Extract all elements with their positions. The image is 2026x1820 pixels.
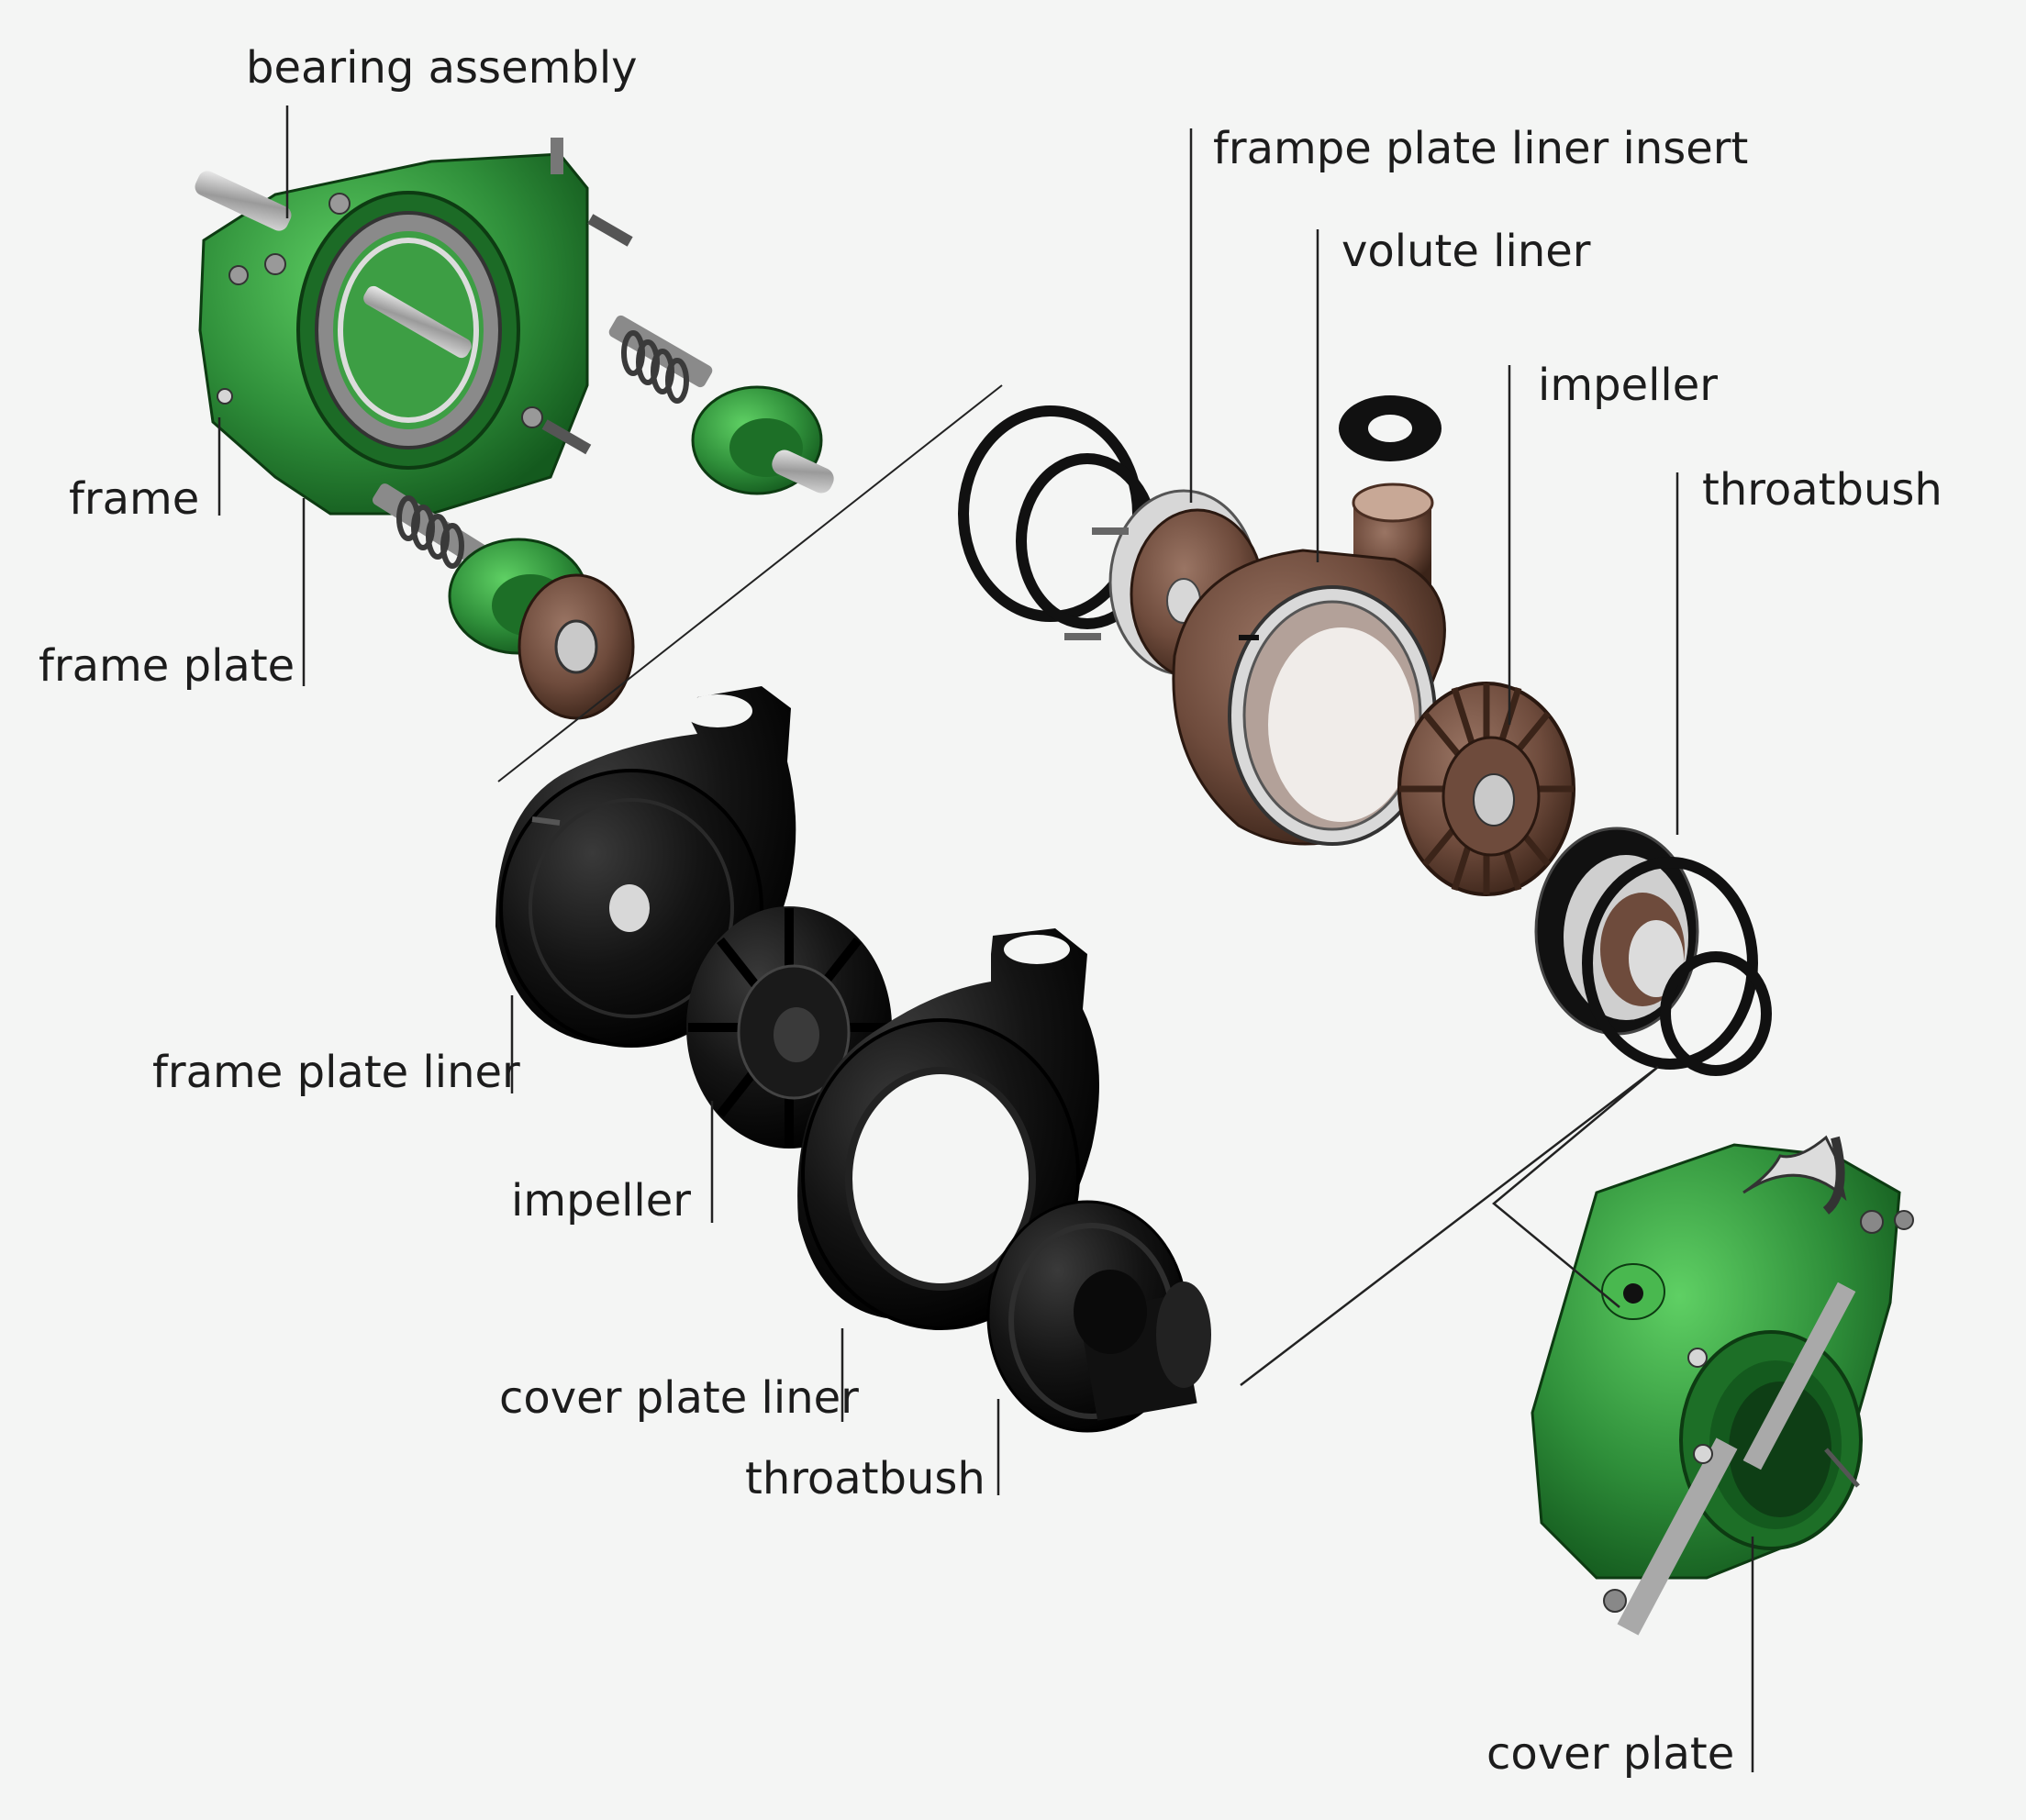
label-frame-plate: frame plate: [39, 640, 295, 692]
label-frampe-plate-liner-insert: frampe plate liner insert: [1213, 123, 1748, 174]
label-throatbush-bottom: throatbush: [745, 1453, 985, 1504]
leader-cover-plate-diagonal: [1240, 1066, 1659, 1386]
label-volute-liner: volute liner: [1341, 226, 1591, 277]
frame-part: [195, 138, 633, 516]
cover-plate-part: [1531, 1135, 1914, 1636]
separator-line: [497, 384, 1003, 782]
bearing-assembly-part-2: [373, 483, 635, 720]
part-labels: bearing assembly frame frame plate framp…: [39, 42, 1943, 1780]
throatbush-bottom-part: [986, 1200, 1211, 1433]
label-bearing-assembly: bearing assembly: [246, 42, 638, 94]
label-throatbush-top: throatbush: [1702, 464, 1943, 516]
label-cover-plate: cover plate: [1486, 1728, 1734, 1780]
label-frame-plate-liner: frame plate liner: [152, 1047, 520, 1098]
impeller-top-part: [1397, 682, 1575, 896]
leader-lines: [217, 105, 1754, 1772]
label-frame: frame: [69, 473, 199, 525]
label-impeller-top: impeller: [1538, 360, 1718, 411]
bearing-assembly-part-1: [608, 315, 834, 495]
o-rings-lower: [1582, 857, 1772, 1076]
label-cover-plate-liner: cover plate liner: [499, 1372, 859, 1424]
volute-liner-part: [1172, 395, 1446, 846]
throatbush-top-part: [1534, 827, 1699, 1036]
label-impeller-bottom: impeller: [511, 1175, 691, 1226]
